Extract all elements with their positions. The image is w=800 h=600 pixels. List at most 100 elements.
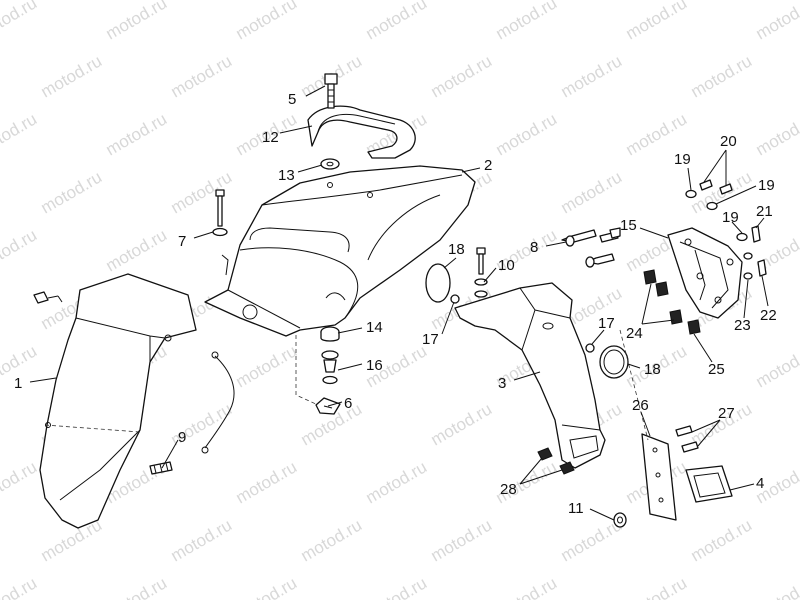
watermark-text: motod.ru	[623, 0, 691, 43]
watermark-text: motod.ru	[233, 457, 301, 507]
watermark-text: motod.ru	[0, 109, 40, 159]
watermark-text: motod.ru	[753, 573, 800, 600]
watermark-text: motod.ru	[103, 225, 171, 275]
watermark-text: motod.ru	[0, 573, 40, 600]
part-12-grab-handle	[307, 105, 416, 159]
part-16-grommet	[321, 350, 339, 385]
watermark-text: motod.ru	[38, 51, 106, 101]
part-1-front-mudguard	[39, 273, 197, 529]
watermark-text: motod.ru	[168, 515, 236, 565]
part-26-license-plate	[641, 433, 677, 521]
watermark-text: motod.ru	[0, 0, 40, 43]
leader-lines	[29, 85, 769, 521]
part-18-reflector-top	[425, 263, 451, 303]
callout-20: 20	[720, 133, 737, 150]
callout-13: 13	[278, 167, 295, 184]
part-15-mount-plate	[667, 227, 743, 319]
screw-9	[149, 461, 173, 475]
part-4-lens	[685, 465, 733, 503]
callout-1: 1	[14, 375, 22, 392]
watermark-text: motod.ru	[623, 573, 691, 600]
part-2-rear-cowl	[204, 165, 476, 337]
callout-4: 4	[756, 475, 764, 492]
screw-part-1-top	[33, 291, 63, 304]
part-5-bolt	[324, 73, 338, 109]
callout-15: 15	[620, 217, 637, 234]
callout-12: 12	[262, 129, 279, 146]
watermark-text: motod.ru	[103, 109, 171, 159]
part-14-buffer	[320, 326, 340, 342]
part-3-plate-bracket	[454, 282, 606, 469]
callout-7: 7	[178, 233, 186, 250]
nut-17-top	[450, 294, 460, 304]
part-11-nut	[613, 512, 627, 528]
callout-16: 16	[366, 357, 383, 374]
callout-5: 5	[288, 91, 296, 108]
callout-21: 21	[756, 203, 773, 220]
callout-28: 28	[500, 481, 517, 498]
assembly-line-plate	[619, 329, 649, 441]
callout-8: 8	[530, 239, 538, 256]
watermark-text: motod.ru	[168, 167, 236, 217]
watermark-text: motod.ru	[753, 109, 800, 159]
part-24-nuts	[643, 269, 683, 325]
part-18-reflector-lower	[599, 345, 629, 379]
watermark-text: motod.ru	[233, 341, 301, 391]
callout-14: 14	[366, 319, 383, 336]
watermark-text: motod.ru	[363, 573, 431, 600]
watermark-text: motod.ru	[103, 0, 171, 43]
watermark-text: motod.ru	[363, 457, 431, 507]
callout-9: 9	[178, 429, 186, 446]
part-19-20-screws	[685, 179, 767, 280]
part-17-washer-lower	[585, 343, 595, 353]
callout-26: 26	[632, 397, 649, 414]
callout-17-a: 17	[422, 331, 439, 348]
watermark-text: motod.ru	[233, 573, 301, 600]
callout-18-a: 18	[448, 241, 465, 258]
watermark-text: motod.ru	[493, 109, 561, 159]
watermark-text: motod.ru	[428, 515, 496, 565]
watermark-text: motod.ru	[688, 515, 756, 565]
callout-22: 22	[760, 307, 777, 324]
callout-19-b: 19	[758, 177, 775, 194]
ground-cable	[201, 351, 235, 454]
callout-11: 11	[568, 500, 584, 517]
callout-3: 3	[498, 375, 506, 392]
part-8-bolts	[561, 227, 621, 268]
watermark-text: motod.ru	[38, 167, 106, 217]
watermark-text: motod.ru	[168, 51, 236, 101]
assembly-line-rear	[295, 335, 319, 406]
watermark-text: motod.ru	[428, 399, 496, 449]
callout-25: 25	[708, 361, 725, 378]
part-10-bolt	[474, 247, 488, 298]
part-28-nuts	[537, 447, 575, 475]
watermark-text: motod.ru	[0, 225, 40, 275]
callout-18-b: 18	[644, 361, 661, 378]
part-25-nut	[687, 319, 701, 335]
callout-24: 24	[626, 325, 643, 342]
callout-19-a: 19	[674, 151, 691, 168]
watermark-text: motod.ru	[558, 51, 626, 101]
watermark-text: motod.ru	[0, 457, 40, 507]
part-7-bolt	[212, 189, 228, 237]
watermark-text: motod.ru	[103, 573, 171, 600]
watermark-text: motod.ru	[493, 0, 561, 43]
watermark-text: motod.ru	[688, 51, 756, 101]
watermark-text: motod.ru	[753, 341, 800, 391]
callout-23: 23	[734, 317, 751, 334]
watermark-text: motod.ru	[428, 51, 496, 101]
watermark-text: motod.ru	[363, 0, 431, 43]
callout-19-c: 19	[722, 209, 739, 226]
watermark-text: motod.ru	[493, 573, 561, 600]
watermark-text: motod.ru	[753, 0, 800, 43]
watermark-text: motod.ru	[233, 0, 301, 43]
callout-27: 27	[718, 405, 735, 422]
watermark-text: motod.ru	[558, 167, 626, 217]
part-13-washer	[320, 158, 340, 170]
callout-17-b: 17	[598, 315, 615, 332]
watermark-text: motod.ru	[298, 515, 366, 565]
callout-2: 2	[484, 157, 492, 174]
callouts: 1 2 3 4 5 6 7 8 9 10 11 12 13 14 15 16 1…	[14, 91, 777, 517]
